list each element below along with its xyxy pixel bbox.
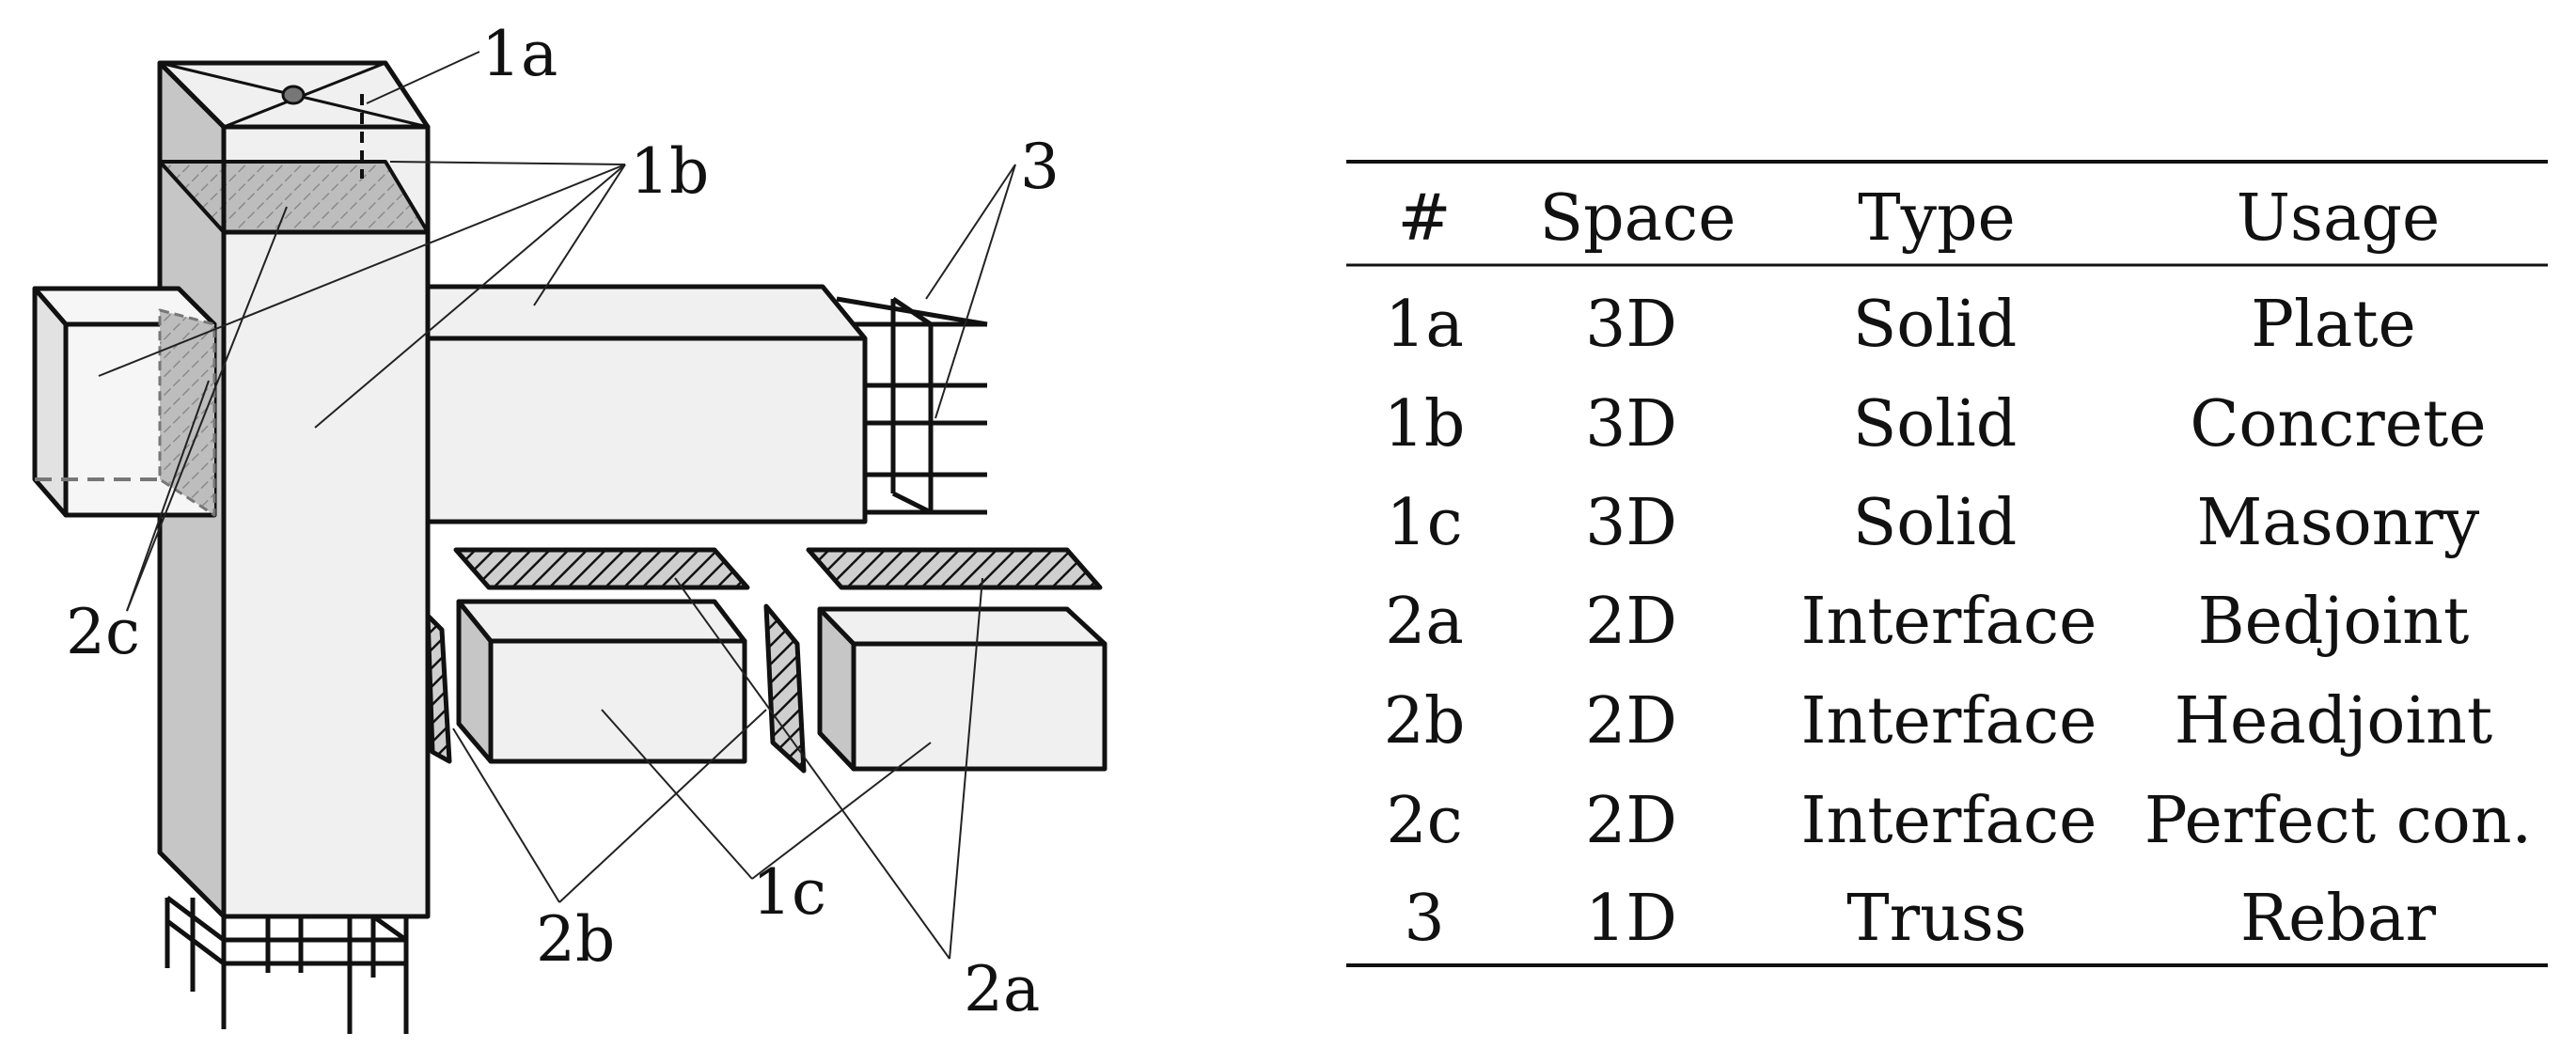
cell-space: 3D	[1585, 288, 1677, 362]
brick-left	[456, 599, 747, 764]
cell-space: 3D	[1585, 486, 1677, 560]
cell-type: Truss	[1846, 882, 2026, 956]
cell-usage: Concrete	[2190, 387, 2486, 462]
beam-rebar	[836, 296, 988, 515]
table-row: 2a 2D Interface Bedjoint	[1385, 585, 2469, 659]
header-number: #	[1398, 181, 1452, 256]
table-row: 2c 2D Interface Perfect con.	[1386, 784, 2532, 858]
cell-number: 2a	[1385, 585, 1464, 659]
cell-type: Interface	[1801, 784, 2097, 858]
leader-lines	[98, 51, 1016, 960]
cell-number: 2b	[1384, 684, 1466, 759]
element-table: # Space Type Usage 1a 3D Solid Plate 1b …	[1346, 160, 2548, 967]
label-1a: 1a	[481, 18, 558, 90]
cell-type: Solid	[1853, 288, 2018, 362]
table-row: 1b 3D Solid Concrete	[1384, 387, 2487, 462]
cell-usage: Masonry	[2197, 486, 2480, 560]
cell-number: 3	[1404, 882, 1444, 956]
column-rebar	[165, 896, 409, 1034]
label-2b: 2b	[536, 903, 615, 976]
header-usage: Usage	[2237, 181, 2441, 256]
label-1b: 1b	[630, 135, 709, 208]
cell-type: Interface	[1801, 684, 2097, 759]
header-space: Space	[1540, 181, 1736, 256]
beam	[425, 284, 868, 524]
cell-type: Interface	[1801, 585, 2097, 659]
cell-usage: Plate	[2251, 288, 2416, 362]
structure-diagram: 1a 1b 3 2c 2b 1c 2a	[32, 18, 1107, 1034]
table-row: 1c 3D Solid Masonry	[1386, 486, 2480, 560]
left-block	[32, 286, 217, 518]
table-body: 1a 3D Solid Plate 1b 3D Solid Concrete 1…	[1384, 288, 2533, 956]
table-header-row: # Space Type Usage	[1398, 181, 2441, 256]
cell-number: 1b	[1384, 387, 1466, 462]
brick-right	[817, 606, 1107, 772]
cell-number: 2c	[1386, 784, 1462, 858]
cell-space: 3D	[1585, 387, 1677, 462]
cell-usage: Perfect con.	[2144, 784, 2532, 858]
cell-usage: Bedjoint	[2198, 585, 2470, 659]
label-1c: 1c	[752, 856, 826, 929]
head-joints	[425, 603, 807, 774]
table-row: 1a 3D Solid Plate	[1385, 288, 2416, 362]
label-2c: 2c	[66, 596, 140, 668]
table-row: 3 1D Truss Rebar	[1404, 882, 2436, 956]
header-type: Type	[1858, 181, 2016, 256]
cell-space: 2D	[1585, 585, 1677, 659]
bed-joints	[453, 547, 1103, 590]
label-3: 3	[1020, 131, 1060, 203]
cell-space: 2D	[1585, 784, 1677, 858]
table-row: 2b 2D Interface Headjoint	[1384, 684, 2493, 759]
cell-usage: Headjoint	[2175, 684, 2493, 759]
cell-type: Solid	[1853, 486, 2018, 560]
cell-space: 2D	[1585, 684, 1677, 759]
label-2a: 2a	[964, 953, 1040, 1025]
cell-usage: Rebar	[2240, 882, 2437, 956]
cell-space: 1D	[1585, 882, 1677, 956]
cell-type: Solid	[1853, 387, 2018, 462]
cell-number: 1a	[1385, 288, 1464, 362]
cell-number: 1c	[1386, 486, 1462, 560]
